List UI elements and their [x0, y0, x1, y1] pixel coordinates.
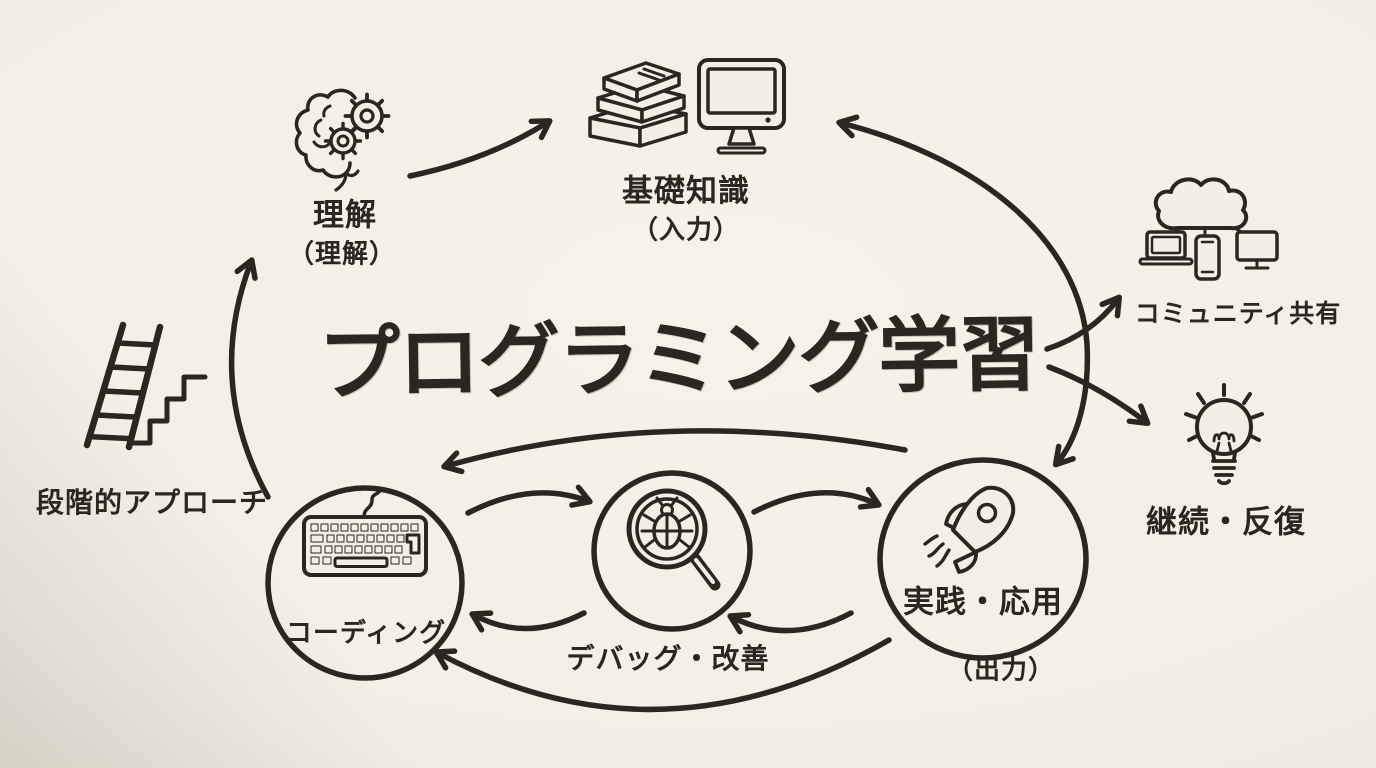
stepwise-label: 段階的アプローチ [35, 486, 269, 519]
rocket-icon [923, 478, 1028, 580]
foundation-label: 基礎知識 [622, 173, 750, 210]
practice-circle [877, 457, 1089, 661]
practice-label: 実践・応用 [903, 584, 1063, 621]
continuity-label: 継続・反復 [1146, 504, 1306, 541]
coding-circle [265, 485, 465, 681]
ladder-stairs-icon [70, 315, 225, 465]
arrow-practice-to-coding-top [441, 428, 908, 475]
practice-sublabel: （出力） [946, 655, 1056, 686]
arrow-debugging-to-practice [751, 486, 882, 515]
understanding-label: 理解 [313, 197, 377, 234]
debugging-label: デバッグ・改善 [566, 642, 770, 675]
arrow-title-to-continuity [1046, 364, 1151, 427]
arrow-understanding-to-foundation [407, 118, 553, 179]
coding-label: コーディング [285, 618, 447, 649]
brain-gears-icon [283, 78, 398, 193]
arrow-practice-to-debugging [727, 610, 854, 635]
arrow-coding-to-debugging [465, 484, 593, 516]
arrow-coding-to-understanding [228, 257, 271, 500]
cloud-devices-icon [1133, 172, 1288, 297]
arrow-debugging-to-coding [469, 610, 587, 633]
community-label: コミュニティ共有 [1134, 299, 1342, 328]
arrow-foundation-practice-bidirectional [836, 114, 1091, 468]
bug-magnifier-icon [618, 483, 726, 601]
monitor-icon [694, 55, 789, 160]
lightbulb-icon [1166, 380, 1284, 498]
understanding-sublabel: （理解） [287, 239, 397, 270]
keyboard-icon [298, 487, 433, 579]
books-icon [578, 52, 690, 164]
foundation-sublabel: （入力） [631, 215, 741, 246]
debugging-circle [591, 470, 753, 632]
arrow-practice-to-coding-bottom [433, 637, 892, 713]
diagram-title: プログラミング学習 [317, 307, 1039, 413]
